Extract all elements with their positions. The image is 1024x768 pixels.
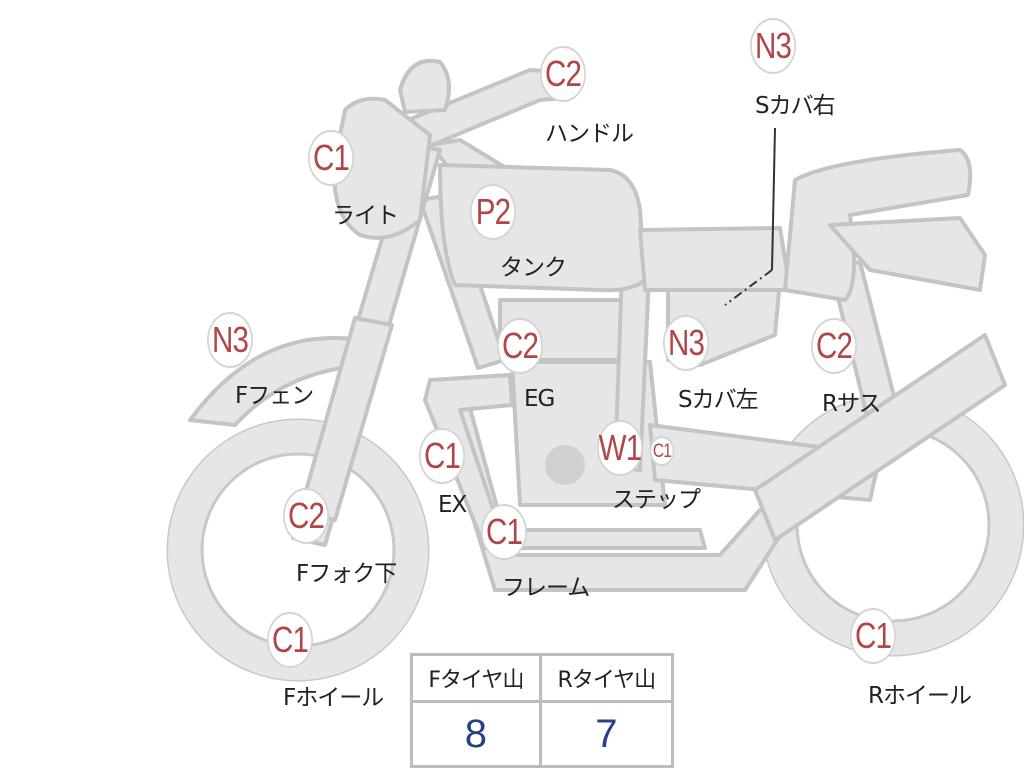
headlight-shape: [332, 96, 432, 240]
side-cover-right-grade-badge: N3: [750, 18, 796, 74]
tank-label: タンク: [500, 255, 567, 281]
step-grade-badge: W1: [597, 420, 643, 476]
frame-label: フレーム: [502, 575, 590, 601]
front-fender-label: Fフェン: [235, 383, 314, 409]
front-tire-value: 8: [410, 700, 542, 768]
mirror-shape: [398, 58, 451, 114]
engine-grade-badge: C2: [497, 318, 543, 374]
tank-grade-badge: P2: [470, 184, 516, 240]
step-secondary-grade-badge: C1: [649, 436, 675, 466]
seat-front-shape: [638, 226, 792, 292]
front-fork-lower-label: Fフォク下: [296, 561, 397, 587]
exhaust-grade-badge: C1: [419, 428, 465, 484]
engine-cover-circle: [545, 445, 585, 485]
leader-line-vertical: [771, 127, 776, 271]
front-tire-header: Fタイヤ山: [410, 653, 542, 703]
rear-tire-header: Rタイヤ山: [538, 653, 675, 703]
step-label: ステップ: [612, 487, 701, 513]
side-cover-left-label: Sカバ左: [678, 387, 759, 413]
handle-grade-badge: C2: [540, 46, 586, 102]
rear-wheel-grade-badge: C1: [850, 608, 896, 664]
frame-lower-shape: [438, 406, 792, 592]
rear-suspension-label: Rサス: [822, 391, 882, 417]
tire-table-header-row: Fタイヤ山 Rタイヤ山: [410, 653, 675, 703]
light-label: ライト: [332, 203, 399, 229]
handle-label: ハンドル: [545, 121, 634, 147]
tail-cowl-shape: [828, 216, 987, 292]
seat-shape: [783, 148, 973, 302]
tire-tread-table: Fタイヤ山 Rタイヤ山 8 7: [410, 653, 675, 768]
side-cover-left-grade-badge: N3: [663, 315, 709, 371]
tire-table-value-row: 8 7: [410, 700, 675, 768]
side-cover-right-label: Sカバ右: [755, 93, 836, 119]
fork-slider-shape: [298, 316, 394, 522]
front-wheel-grade-badge: C1: [267, 612, 313, 668]
rear-wheel-label: Rホイール: [868, 683, 972, 709]
light-grade-badge: C1: [308, 130, 354, 186]
rear-suspension-grade-badge: C2: [811, 318, 857, 374]
frame-grade-badge: C1: [481, 504, 527, 560]
front-fork-lower-grade-badge: C2: [283, 488, 329, 544]
muffler-shape: [753, 333, 1007, 542]
exhaust-label: EX: [438, 492, 467, 518]
front-fender-grade-badge: N3: [207, 312, 253, 368]
front-wheel-label: Fホイール: [283, 685, 384, 711]
engine-label: EG: [524, 386, 555, 412]
rear-tire-value: 7: [538, 700, 675, 768]
